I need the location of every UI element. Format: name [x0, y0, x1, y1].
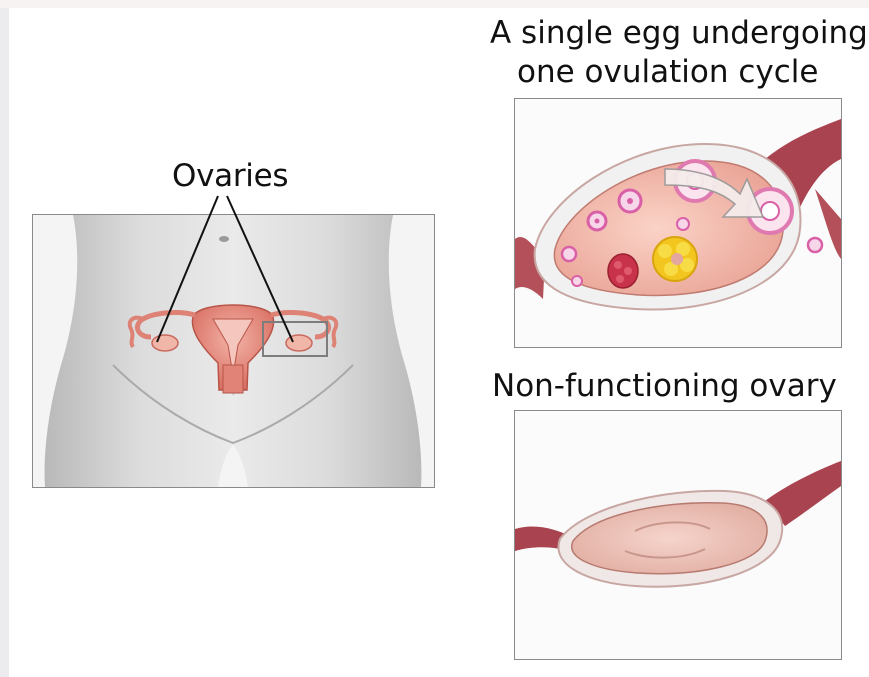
corpus-luteum-icon — [653, 237, 697, 281]
red-body-icon — [608, 254, 638, 288]
non-functioning-ovary-panel — [514, 410, 842, 660]
ovulation-cycle-panel — [514, 98, 842, 348]
ovary-icon — [515, 99, 841, 347]
non-functioning-ovary-icon — [515, 411, 841, 659]
